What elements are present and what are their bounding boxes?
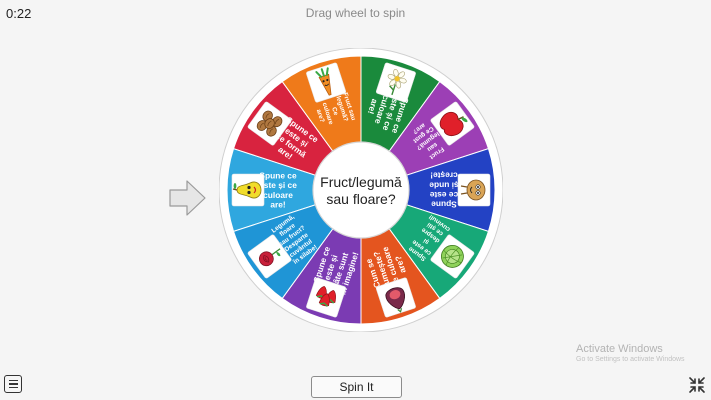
svg-text:Spune ceeste și ceculoareare!: Spune ceeste și ceculoareare! <box>259 171 297 210</box>
watermark-title: Activate Windows <box>576 343 663 355</box>
segment-label: Legumă,floaresau fruct?Despartecuvântulî… <box>269 212 321 267</box>
carrot-icon <box>306 62 347 103</box>
strawberries-icon <box>306 277 347 318</box>
pointer-arrow-icon <box>169 180 206 216</box>
flower-icon <box>375 62 416 103</box>
wheel-segment <box>359 147 496 233</box>
apple-icon <box>430 101 475 146</box>
svg-text:Spunece esteși undecrește!: Spunece esteși undecrește! <box>429 171 459 210</box>
rose-icon <box>247 234 292 279</box>
svg-text:Legumă,floaresau fruct?Despart: Legumă,floaresau fruct?Despartecuvântulî… <box>269 212 321 267</box>
wheel-segment <box>226 147 363 233</box>
cabbage-icon <box>430 234 475 279</box>
timer: 0:22 <box>6 6 32 21</box>
fullscreen-icon[interactable] <box>688 376 706 394</box>
walnuts-icon <box>247 101 292 146</box>
segment-label: Spunece esteși undecrește! <box>429 171 459 210</box>
page-title: Drag wheel to spin <box>305 6 406 20</box>
segment-label: Fructsaulegumă?Ce gustare? <box>406 118 449 164</box>
potato-icon <box>457 173 491 207</box>
spin-button[interactable]: Spin It <box>311 376 402 398</box>
watermark-subtitle: Go to Settings to activate Windows <box>576 356 685 363</box>
fig-icon <box>375 277 416 318</box>
pear-icon <box>231 173 265 207</box>
wheel-hub <box>312 141 410 239</box>
menu-icon[interactable] <box>4 375 22 393</box>
svg-text:Fructsaulegumă?Ce gustare?: Fructsaulegumă?Ce gustare? <box>406 118 449 164</box>
